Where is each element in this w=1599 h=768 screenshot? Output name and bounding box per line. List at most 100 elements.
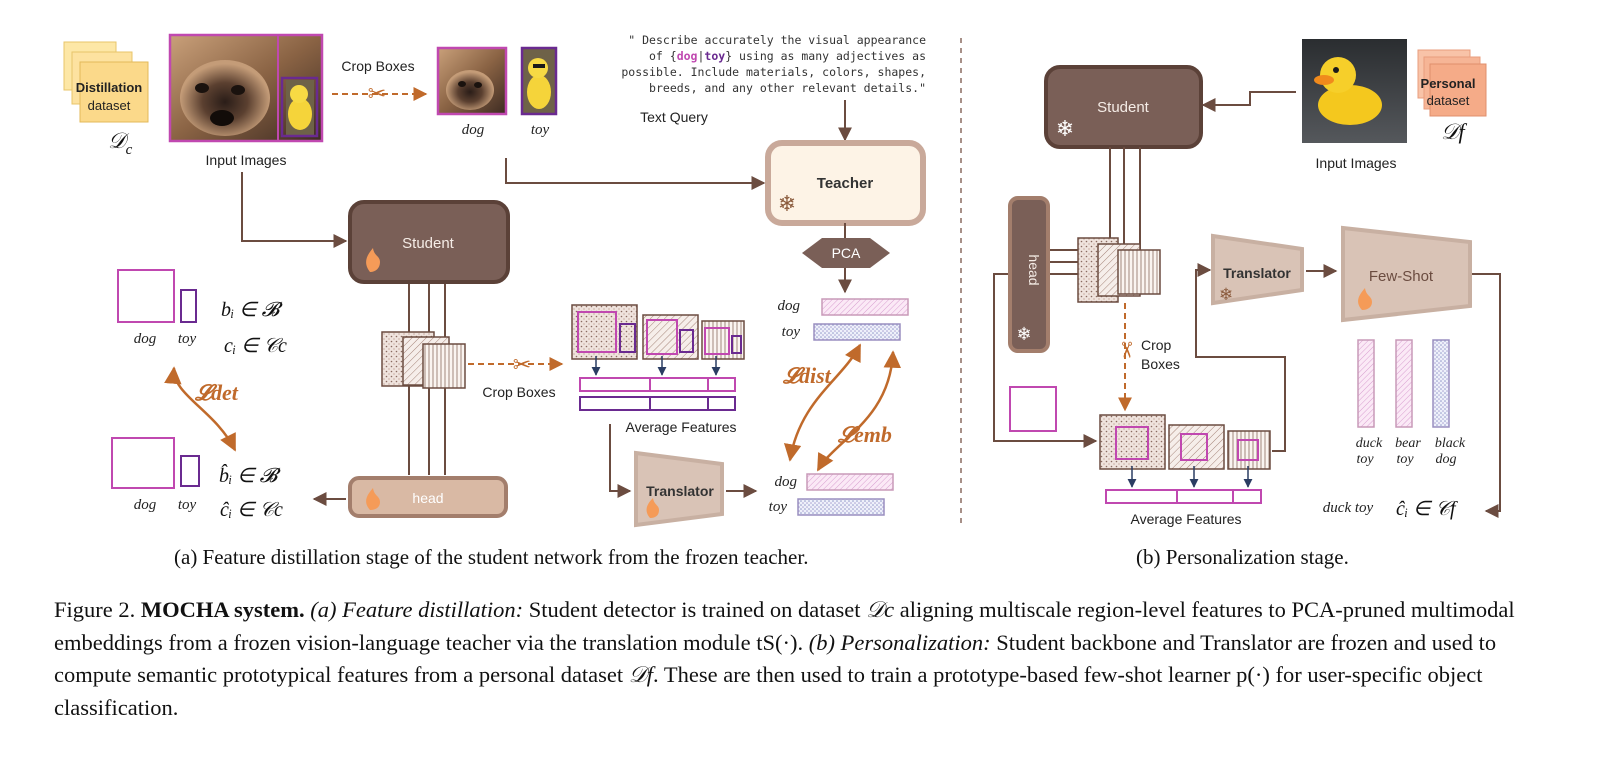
translator-block-a: Translator [634,450,724,528]
caption-text-a2: aligning multiscale region-level feature… [54,597,1515,655]
b-set-label: bᵢ ∈ 𝓑 [221,299,284,321]
proto-label-2b: toy [1396,452,1414,467]
loss-emb-label: 𝓛emb [837,422,892,447]
input-image-duck [1302,39,1407,143]
snowflake-icon: ❄ [778,191,796,216]
caption-part-a-label: (a) Feature distillation: [310,597,524,622]
caption-df: 𝒟f [628,662,654,687]
scissors-icon: ✂ [368,81,386,106]
few-shot-label: Few-Shot [1369,268,1434,285]
bhat-set-label: b̂ᵢ ∈ 𝓑 [219,463,282,487]
query-line-3: possible. Include materials, colors, sha… [621,65,926,79]
head-label-b: head [1026,254,1042,285]
proto-label-1a: duck [1356,436,1383,451]
student-embedding-dog [806,473,894,491]
multiscale-features-b [1099,414,1271,470]
boxes-label-b: Boxes [1141,356,1180,372]
avg-feature-bar-b [1105,489,1262,504]
scissors-icon-b: ✂ [1114,341,1139,359]
panel-b-caption: (b) Personalization stage. [1136,545,1349,569]
multiscale-features-a [571,304,745,360]
teacher-label: Teacher [817,175,874,192]
loss-emb-arrow [816,350,902,472]
translator-label-b: Translator [1223,265,1291,281]
student-label-b: Student [1097,99,1150,116]
caption-text-b3: for user-specific object classification. [54,662,1483,720]
panel-a-caption: (a) Feature distillation stage of the st… [174,545,809,569]
gt-dog-label: dog [134,331,157,347]
flame-icon-fewshot [1358,288,1372,310]
teacher-block: Teacher ❄ [765,140,926,226]
translator-label-a: Translator [646,483,714,499]
flame-icon [366,248,380,272]
head-block-a: head [348,476,508,518]
pred-box-dog [111,437,175,489]
gt-box-toy [180,289,197,323]
head-label-a: head [412,490,443,506]
student-block-a: Student [348,200,510,284]
query-line-2: of {dog|toy} using as many adjectives as [649,49,926,63]
dataset-label: dataset [88,98,131,113]
output-set: ĉᵢ ∈ 𝒞f [1396,498,1458,520]
average-features-label-b: Average Features [1130,511,1241,527]
loss-det-arrow [164,366,237,452]
proto-label-2a: bear [1395,436,1421,451]
snowflake-icon-head: ❄ [1016,324,1031,344]
input-images-label: Input Images [206,152,287,168]
prototype-bear-toy [1395,339,1413,428]
personal-dataset-label: dataset [1427,93,1470,108]
caption-p: p(·) [1236,662,1270,687]
snowflake-icon-student: ❄ [1056,116,1074,141]
proto-label-3b: dog [1436,452,1457,467]
pca-label: PCA [832,245,861,261]
caption-text-a1: Student detector is trained on dataset [523,597,867,622]
caption-part-b-label: (b) Personalization: [808,629,991,655]
df-symbol: 𝒟f [1441,119,1468,144]
caption-text-b1: Student backbone and Translator are froz… [54,629,1497,688]
caption-text-b2: . These are then used to train a prototy… [653,662,1237,687]
stud-emb-dog-label: dog [775,474,798,490]
dc-symbol: 𝒟c [108,128,133,158]
translator-block-b: Translator ❄ [1211,233,1304,306]
caption-dc: 𝒟c [866,597,895,622]
flame-icon-translator [646,498,659,518]
proto-label-1b: toy [1356,452,1374,467]
figure-label: Figure 2. [54,597,136,622]
query-line-1: " Describe accurately the visual appeara… [628,33,926,47]
flame-icon-head [366,488,380,510]
head-block-b: head ❄ [1008,196,1050,353]
student-label-a: Student [402,235,455,252]
text-query-label: Text Query [640,109,708,125]
mocha-figure: Distillation dataset 𝒟c Input Images Cro… [63,33,1501,528]
personal-dataset-stack: Personal dataset [1417,49,1487,117]
prototype-black-dog [1432,339,1450,428]
gt-toy-label: toy [178,331,197,347]
feature-maps-a [381,331,466,389]
crop-dog-label: dog [462,122,485,138]
personal-box [1009,386,1057,432]
caption-ts: tS(·) [756,629,798,655]
proto-label-3a: black [1435,436,1466,451]
avg-feature-bars-a [579,377,736,411]
loss-det-label: 𝓛det [194,380,239,405]
crop-label-b: Crop [1141,337,1172,353]
loss-dist-label: 𝓛dist [782,363,832,388]
input-images-label-b: Input Images [1316,155,1397,171]
emb-toy-label: toy [782,324,801,340]
panel-b: Student ❄ Input Images Personal dataset … [993,39,1501,527]
figure-title: MOCHA system. [140,597,305,622]
scissors-icon-mid: ✂ [513,352,531,377]
few-shot-block: Few-Shot [1341,225,1472,323]
prototype-duck-toy [1357,339,1375,428]
snowflake-icon-translator: ❄ [1219,285,1233,304]
caption-text-a3: . [797,629,809,655]
teacher-embedding-toy [813,323,901,341]
emb-dog-label: dog [778,298,801,314]
personal-label: Personal [1421,76,1476,91]
distillation-dataset-stack: Distillation dataset [63,41,149,123]
distillation-label: Distillation [76,80,143,95]
crop-boxes-label-top: Crop Boxes [341,58,414,74]
student-embedding-toy [797,498,885,516]
pred-box-toy [180,455,200,487]
text-query-block: " Describe accurately the visual appeara… [621,33,926,95]
